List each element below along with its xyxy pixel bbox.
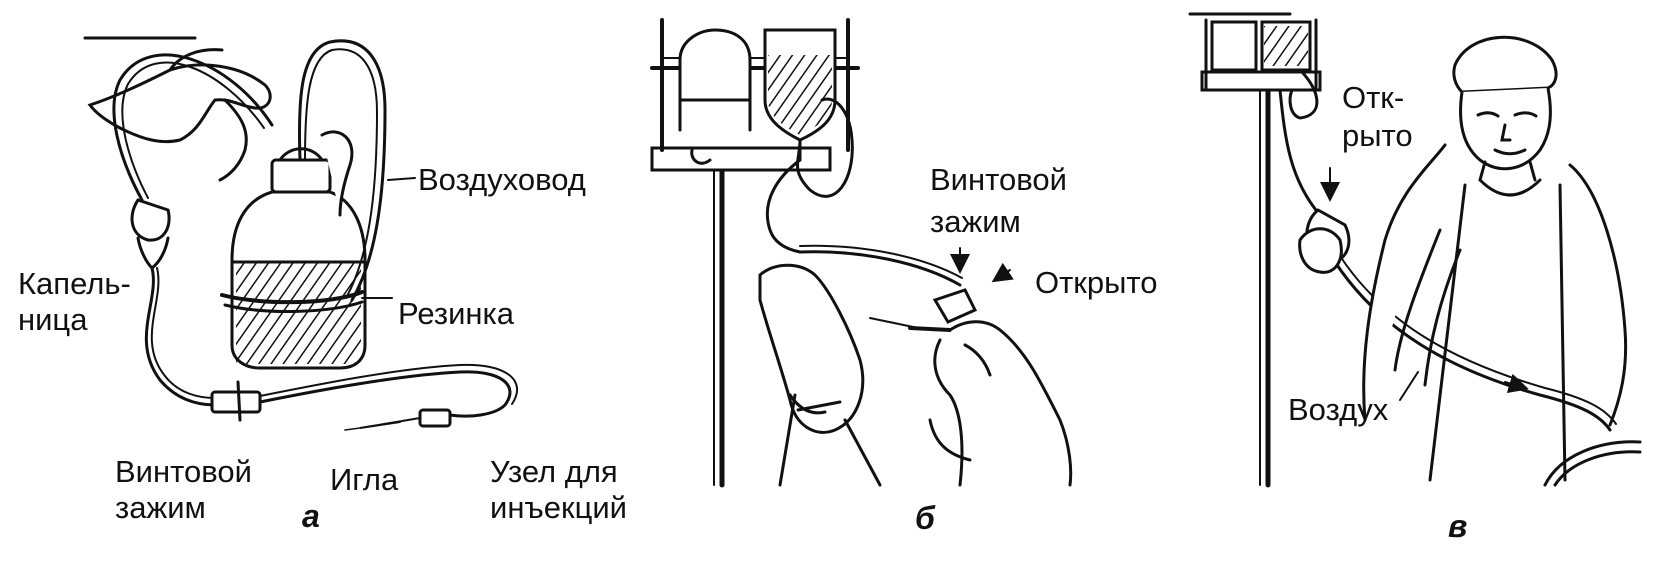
label-open-b: Открыто (1035, 265, 1158, 300)
label-dropper-line2: ница (18, 302, 88, 337)
panel-c-drawing (1188, 12, 1642, 488)
label-injection-node-line2: инъекций (490, 490, 628, 525)
label-open-c-line2: рыто (1342, 118, 1413, 153)
caption-panel-b: б (915, 500, 935, 536)
label-screw-clamp-b-line1: Винтовой (930, 162, 1067, 197)
label-screw-clamp-a-line2: зажим (115, 490, 206, 525)
label-open-c-line1: Отк- (1342, 80, 1405, 115)
panel-a-drawing (83, 36, 518, 431)
label-rubber-band: Резинка (398, 296, 515, 331)
label-injection-node-line1: Узел для (490, 454, 618, 489)
label-air: Воздух (1288, 392, 1389, 427)
panel-b-drawing (650, 18, 1073, 488)
label-needle: Игла (330, 462, 399, 497)
label-dropper-line1: Капель- (18, 266, 131, 301)
label-screw-clamp-a-line1: Винтовой (115, 454, 252, 489)
caption-panel-a: а (302, 498, 320, 534)
caption-panel-c: в (1448, 508, 1468, 544)
label-screw-clamp-b-line2: зажим (930, 204, 1021, 239)
label-air-duct: Воздуховод (418, 162, 586, 197)
